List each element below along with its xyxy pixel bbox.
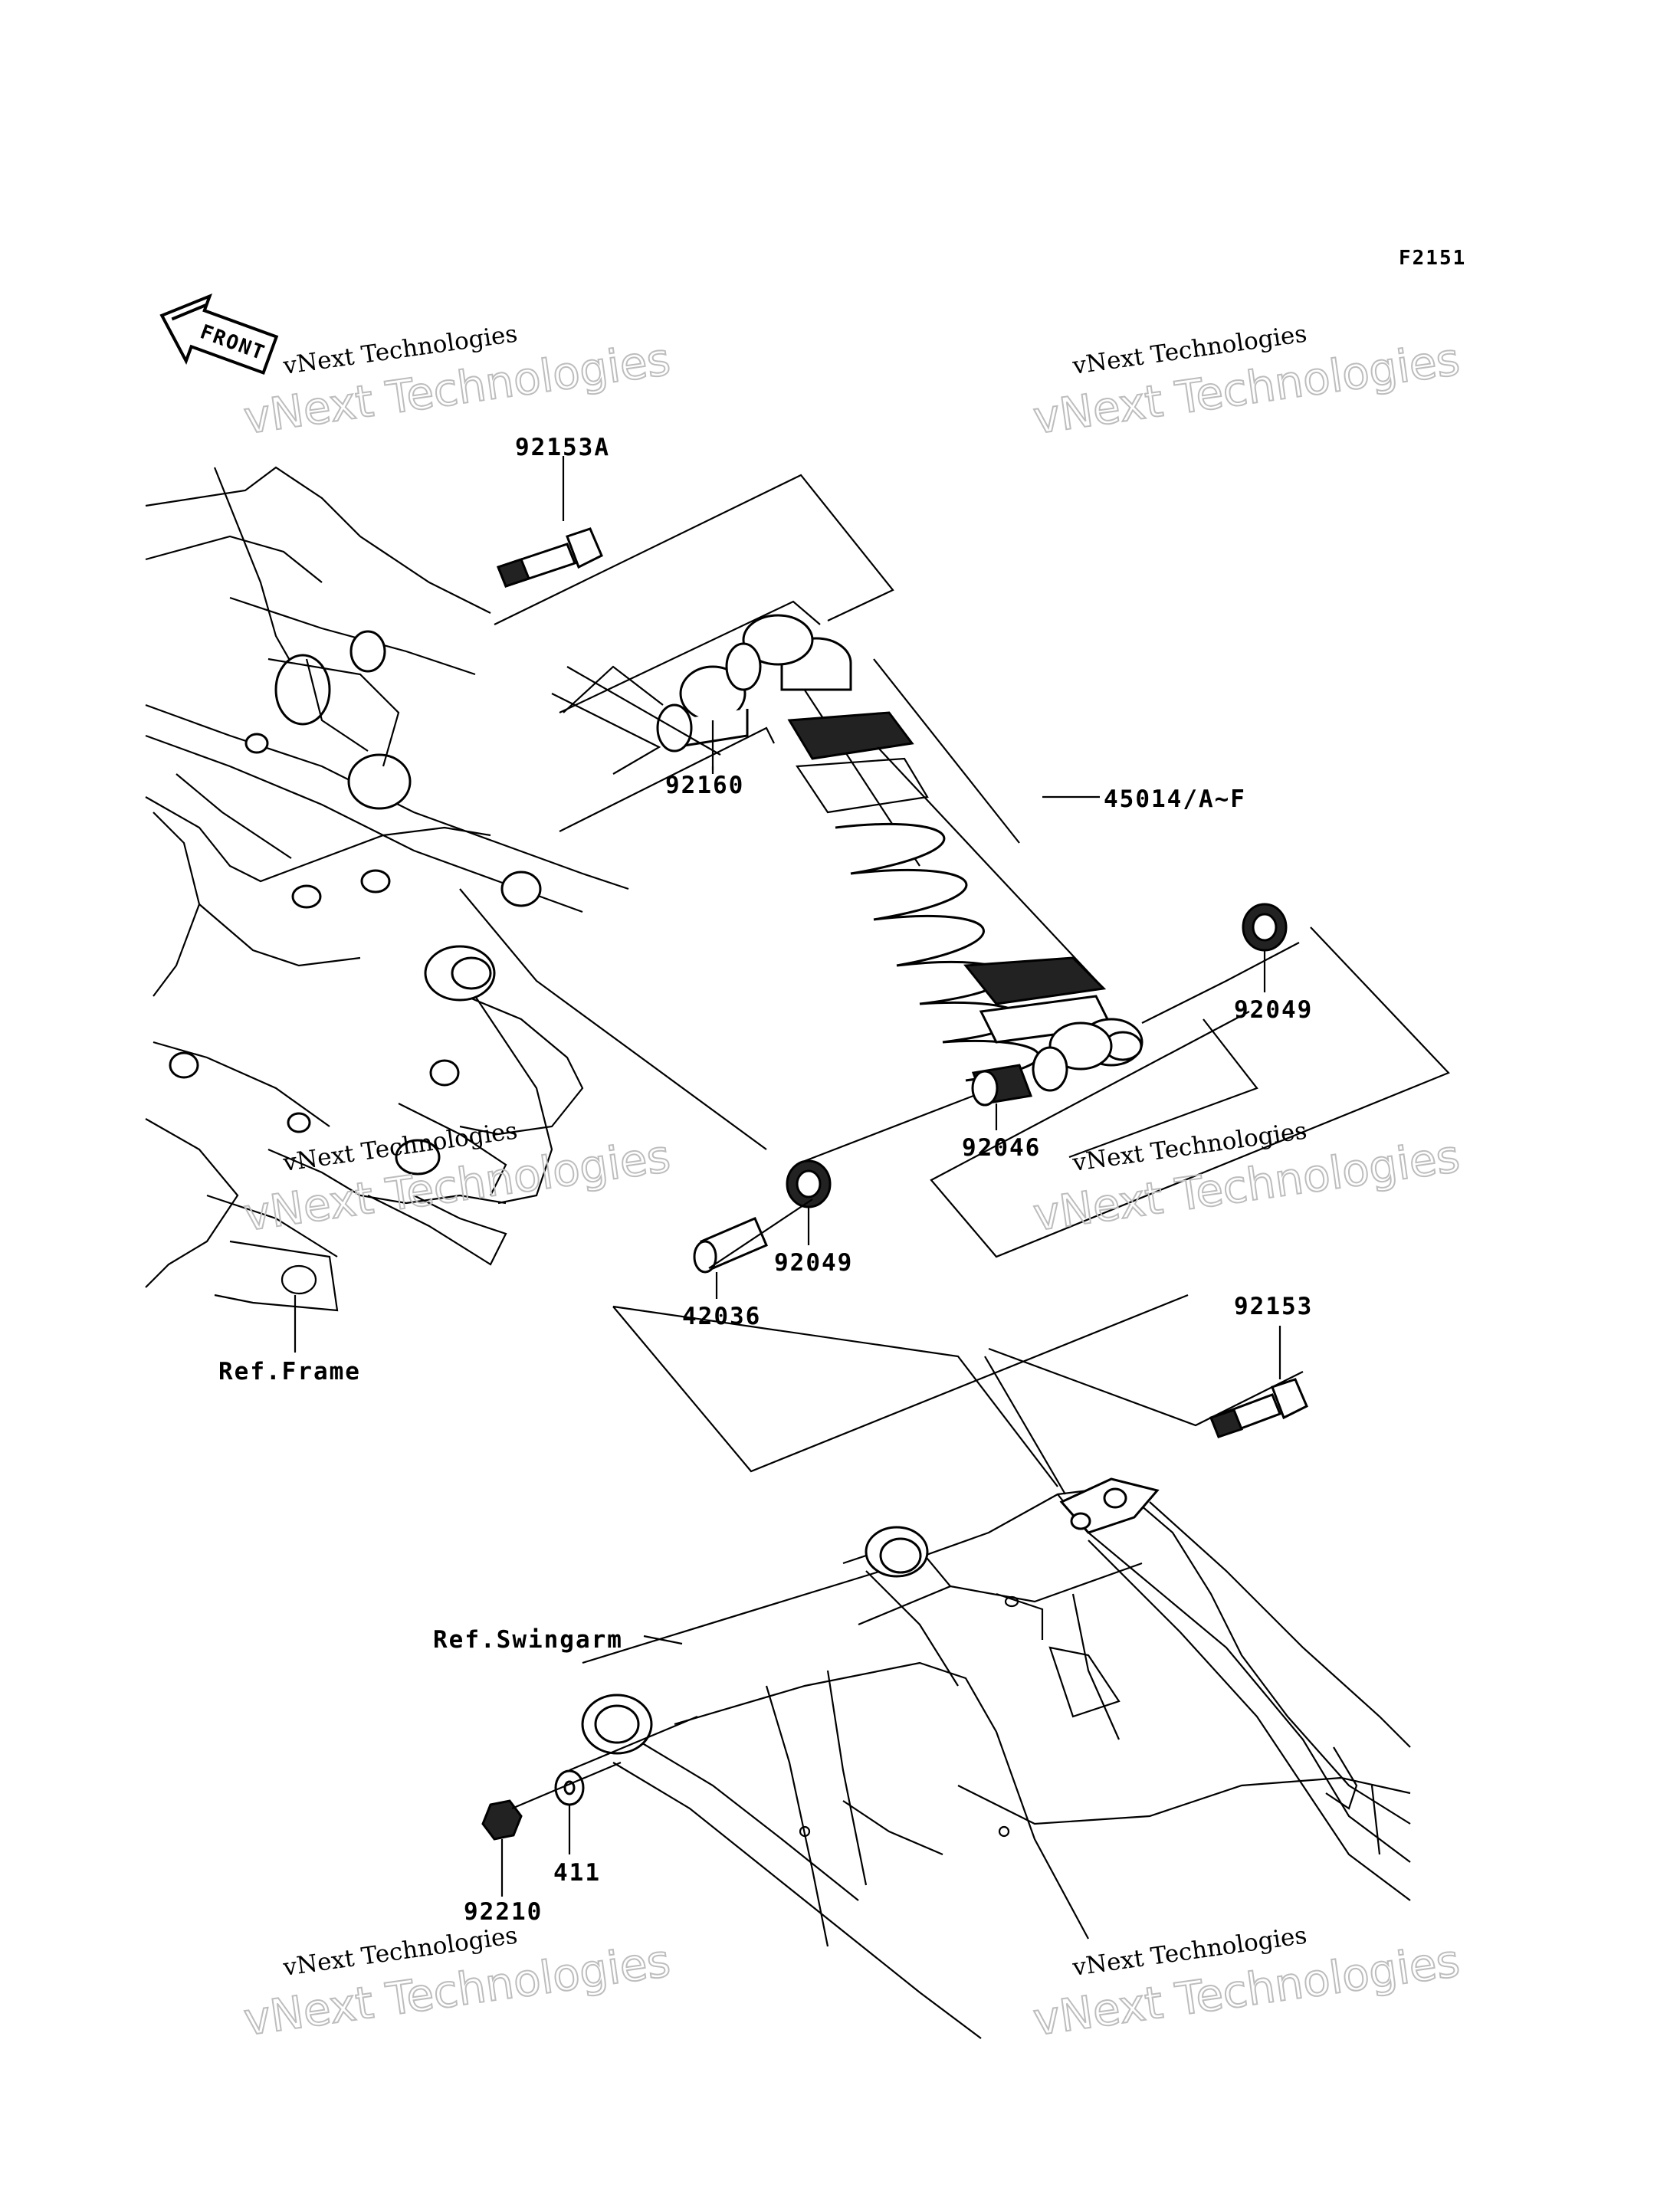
swingarm-drawing: [581, 1477, 1411, 2039]
part-label-92210: 92210: [464, 1898, 543, 1926]
part-label-42036: 42036: [682, 1303, 761, 1330]
part-label-92049-left: 92049: [774, 1249, 853, 1277]
part-bolt-92153: [1209, 1378, 1308, 1438]
part-sleeve-42036: [693, 1217, 768, 1274]
part-label-92046: 92046: [962, 1134, 1041, 1162]
part-seal-92049-left: [786, 1159, 832, 1208]
part-label-92153: 92153: [1234, 1293, 1313, 1320]
watermark-top-left: vNext Technologies vNext Technologies: [240, 320, 674, 445]
leader-lines: [294, 456, 1450, 1897]
ref-frame-label: Ref.Frame: [218, 1358, 361, 1385]
shock-absorber: [780, 637, 1144, 1082]
part-label-92160: 92160: [665, 772, 744, 799]
part-seal-92049-right: [1242, 903, 1288, 952]
part-bearing-92046: [971, 1064, 1033, 1107]
part-label-45014: 45014/A~F: [1104, 785, 1246, 813]
front-arrow: FRONT: [159, 293, 279, 375]
frame-drawing: [145, 466, 629, 1312]
part-label-92153a: 92153A: [515, 434, 610, 461]
part-nut-92210: [481, 1799, 523, 1841]
watermark-top-right: vNext Technologies vNext Technologies: [1029, 320, 1463, 445]
part-label-92049-right: 92049: [1234, 996, 1313, 1024]
part-collar-lower: [1032, 1021, 1113, 1092]
watermark-mid-right: vNext Technologies vNext Technologies: [1029, 1117, 1463, 1242]
part-collar-upper: [725, 614, 814, 691]
watermark-bottom-right: vNext Technologies vNext Technologies: [1029, 1922, 1463, 2047]
watermark-bottom-left: vNext Technologies vNext Technologies: [240, 1922, 674, 2047]
diagram-code: F2151: [1399, 247, 1466, 270]
part-label-411: 411: [553, 1859, 601, 1887]
ref-swingarm-label: Ref.Swingarm: [433, 1626, 623, 1654]
part-bolt-92153a: [497, 527, 603, 588]
